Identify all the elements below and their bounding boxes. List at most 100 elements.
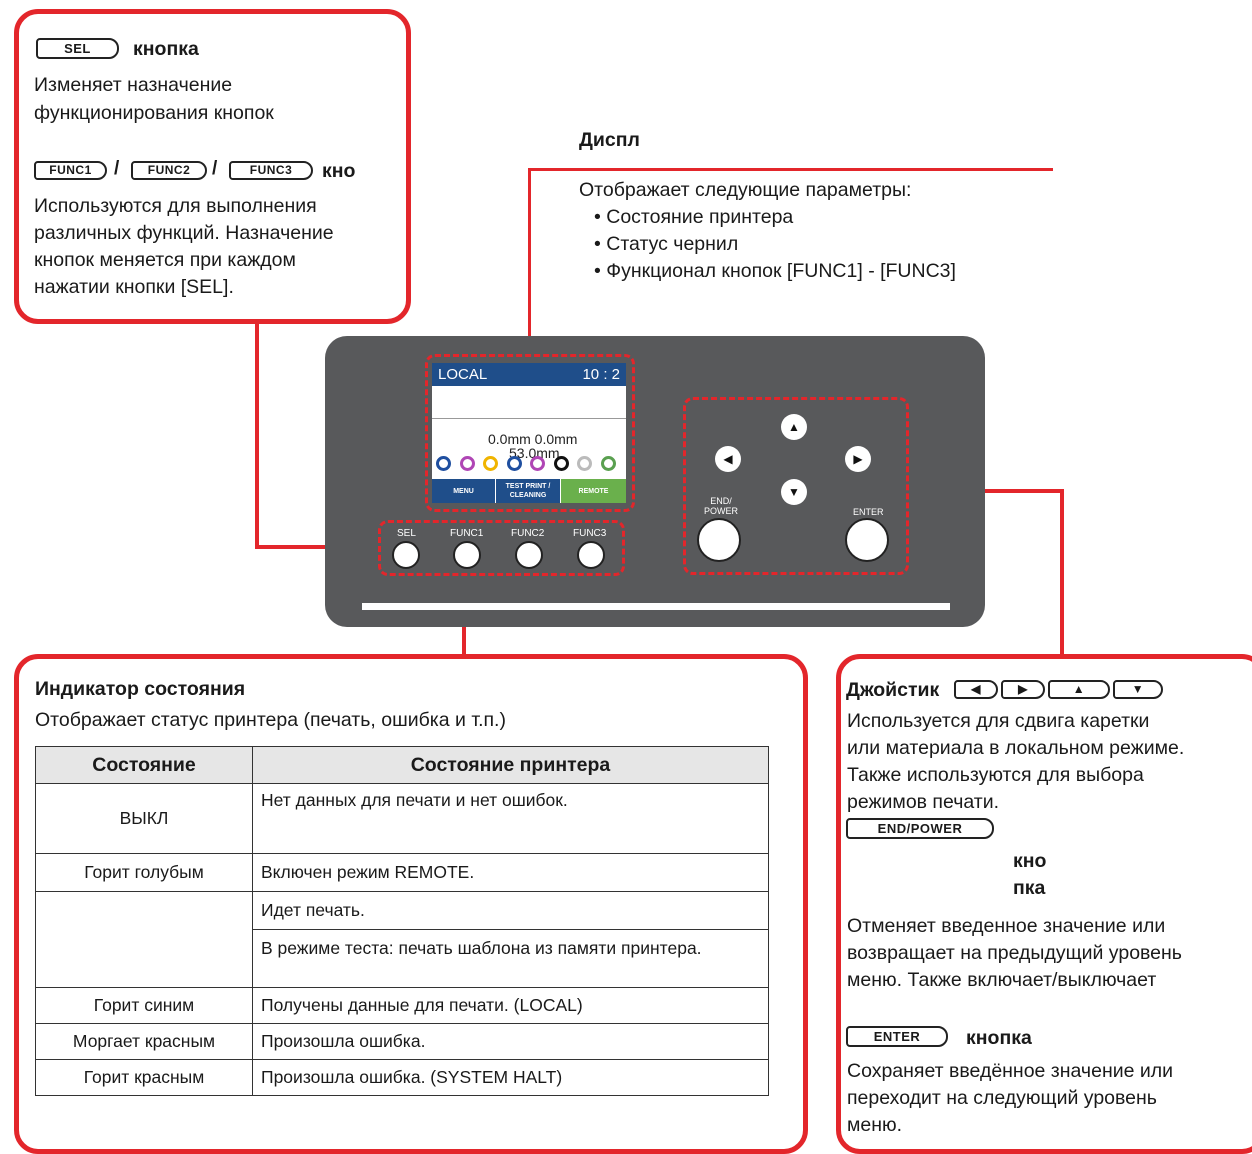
func1-button[interactable] <box>453 541 481 569</box>
func-desc: нажатии кнопки [SEL]. <box>34 276 234 298</box>
table-header: Состояние <box>35 746 253 784</box>
state-cell: ВЫКЛ <box>35 783 253 854</box>
enter-desc: переходит на следующий уровень <box>847 1087 1157 1109</box>
end-power-label: END/POWER <box>704 496 739 516</box>
screen-remote-button: REMOTE <box>561 479 626 503</box>
sel-key: SEL <box>36 38 119 59</box>
ink-circle <box>553 456 569 471</box>
enter-desc: Сохраняет введённое значение или <box>847 1060 1174 1082</box>
sel-button[interactable] <box>392 541 420 569</box>
func-desc: различных функций. Назначение <box>34 222 334 244</box>
state-cell: Горит красным <box>35 1059 253 1096</box>
screen-divider <box>432 418 626 419</box>
end-power-desc: меню. Также включает/выключает <box>847 969 1157 991</box>
status-indicator-bar <box>362 603 950 610</box>
display-connector <box>528 168 531 356</box>
func1-key: FUNC1 <box>34 161 107 180</box>
end-power-desc: возвращает на предыдущий уровень <box>847 942 1182 964</box>
state-cell: Моргает красным <box>35 1023 253 1060</box>
left-arrow-button[interactable]: ◀ <box>715 446 741 472</box>
func2-button[interactable] <box>515 541 543 569</box>
sel-connector <box>255 322 259 547</box>
slash: / <box>212 158 218 179</box>
screen-test-print-button: TEST PRINT / CLEANING <box>496 479 560 503</box>
left-key: ◀ <box>954 680 998 699</box>
joystick-connector <box>906 489 1064 493</box>
sel-desc: функционирования кнопок <box>34 102 274 124</box>
status-desc: Отображает статус принтера (печать, ошиб… <box>35 709 506 731</box>
status-title: Индикатор состояния <box>35 678 246 700</box>
ink-circle <box>600 456 616 471</box>
status-table: Состояние Состояние принтера ВЫКЛ Нет да… <box>35 746 769 1096</box>
joystick-title: Джойстик <box>846 679 940 701</box>
display-item: • Статус чернил <box>594 233 739 255</box>
func2-key: FUNC2 <box>131 161 207 180</box>
up-key: ▲ <box>1048 680 1110 699</box>
sel-label: SEL <box>397 528 416 539</box>
right-arrow-button[interactable]: ▶ <box>845 446 871 472</box>
state-cell: Горит голубым <box>35 853 253 892</box>
desc-cell: Получены данные для печати. (LOCAL) <box>252 987 769 1024</box>
screen-values: 0.0mm 0.0mm <box>488 431 578 447</box>
ink-circle <box>577 456 592 471</box>
sel-desc: Изменяет назначение <box>34 74 233 96</box>
joystick-desc: Используется для сдвига каретки <box>847 710 1150 732</box>
table-header-row: Состояние Состояние принтера <box>35 746 769 784</box>
display-item: • Состояние принтера <box>594 206 794 228</box>
func-desc: кнопок меняется при каждом <box>34 249 296 271</box>
func-title: кно <box>322 160 356 182</box>
end-power-button[interactable] <box>697 518 741 562</box>
state-cell: Горит синим <box>35 987 253 1024</box>
func3-button[interactable] <box>577 541 605 569</box>
func2-label: FUNC2 <box>511 528 545 539</box>
sel-connector <box>255 545 382 549</box>
ink-circle <box>483 456 498 471</box>
screen-width-value: 53.0mm <box>509 445 560 461</box>
end-power-key: END/POWER <box>846 818 994 839</box>
table-row: В режиме теста: печать шаблона из памяти… <box>36 929 769 988</box>
desc-cell: Включен режим REMOTE. <box>252 853 769 892</box>
func1-label: FUNC1 <box>450 528 484 539</box>
desc-cell: Нет данных для печати и нет ошибок. <box>252 783 769 854</box>
end-power-title: пка <box>1013 877 1046 899</box>
table-row: Идет печать. <box>35 891 769 988</box>
status-connector <box>462 604 466 654</box>
func3-key: FUNC3 <box>229 161 313 180</box>
screen-menu-button: MENU <box>432 479 495 503</box>
table-row: Горит голубым Включен режим REMOTE. <box>35 853 769 892</box>
table-row: Горит синим Получены данные для печати. … <box>35 987 769 1024</box>
table-row: Моргает красным Произошла ошибка. <box>35 1023 769 1060</box>
sel-title: кнопка <box>133 38 199 60</box>
enter-button[interactable] <box>845 518 889 562</box>
joystick-desc: режимов печати. <box>847 791 1000 813</box>
joystick-desc: Также используются для выбора <box>847 764 1144 786</box>
screen-header: LOCAL 10 : 2 <box>432 363 626 386</box>
func-desc: Используются для выполнения <box>34 195 317 217</box>
end-power-title: кно <box>1013 850 1047 872</box>
joystick-highlight <box>683 397 909 575</box>
desc-cell: Произошла ошибка. (SYSTEM HALT) <box>252 1059 769 1096</box>
state-cell <box>35 891 253 988</box>
display-intro: Отображает следующие параметры: <box>579 179 912 201</box>
ink-circle <box>436 456 451 471</box>
enter-desc: меню. <box>847 1114 903 1136</box>
display-item: • Функционал кнопок [FUNC1] - [FUNC3] <box>594 260 956 282</box>
display-highlight <box>425 354 635 512</box>
function-buttons-highlight <box>378 520 625 576</box>
display-title: Диспл <box>579 129 640 151</box>
up-arrow-button[interactable]: ▲ <box>781 414 807 440</box>
down-arrow-button[interactable]: ▼ <box>781 479 807 505</box>
screen-mode: LOCAL <box>438 366 488 383</box>
slash: / <box>114 158 120 179</box>
desc-cell: В режиме теста: печать шаблона из памяти… <box>252 929 769 988</box>
ink-circle <box>530 456 545 471</box>
table-header: Состояние принтера <box>252 746 769 784</box>
enter-label: ENTER <box>853 507 884 517</box>
desc-cell: Произошла ошибка. <box>252 1023 769 1060</box>
screen-time: 10 : 2 <box>582 366 620 383</box>
enter-key: ENTER <box>846 1026 948 1047</box>
sel-callout <box>14 9 411 324</box>
display-connector <box>528 168 1053 171</box>
right-key: ▶ <box>1001 680 1045 699</box>
desc-cell: Идет печать. <box>252 891 769 930</box>
